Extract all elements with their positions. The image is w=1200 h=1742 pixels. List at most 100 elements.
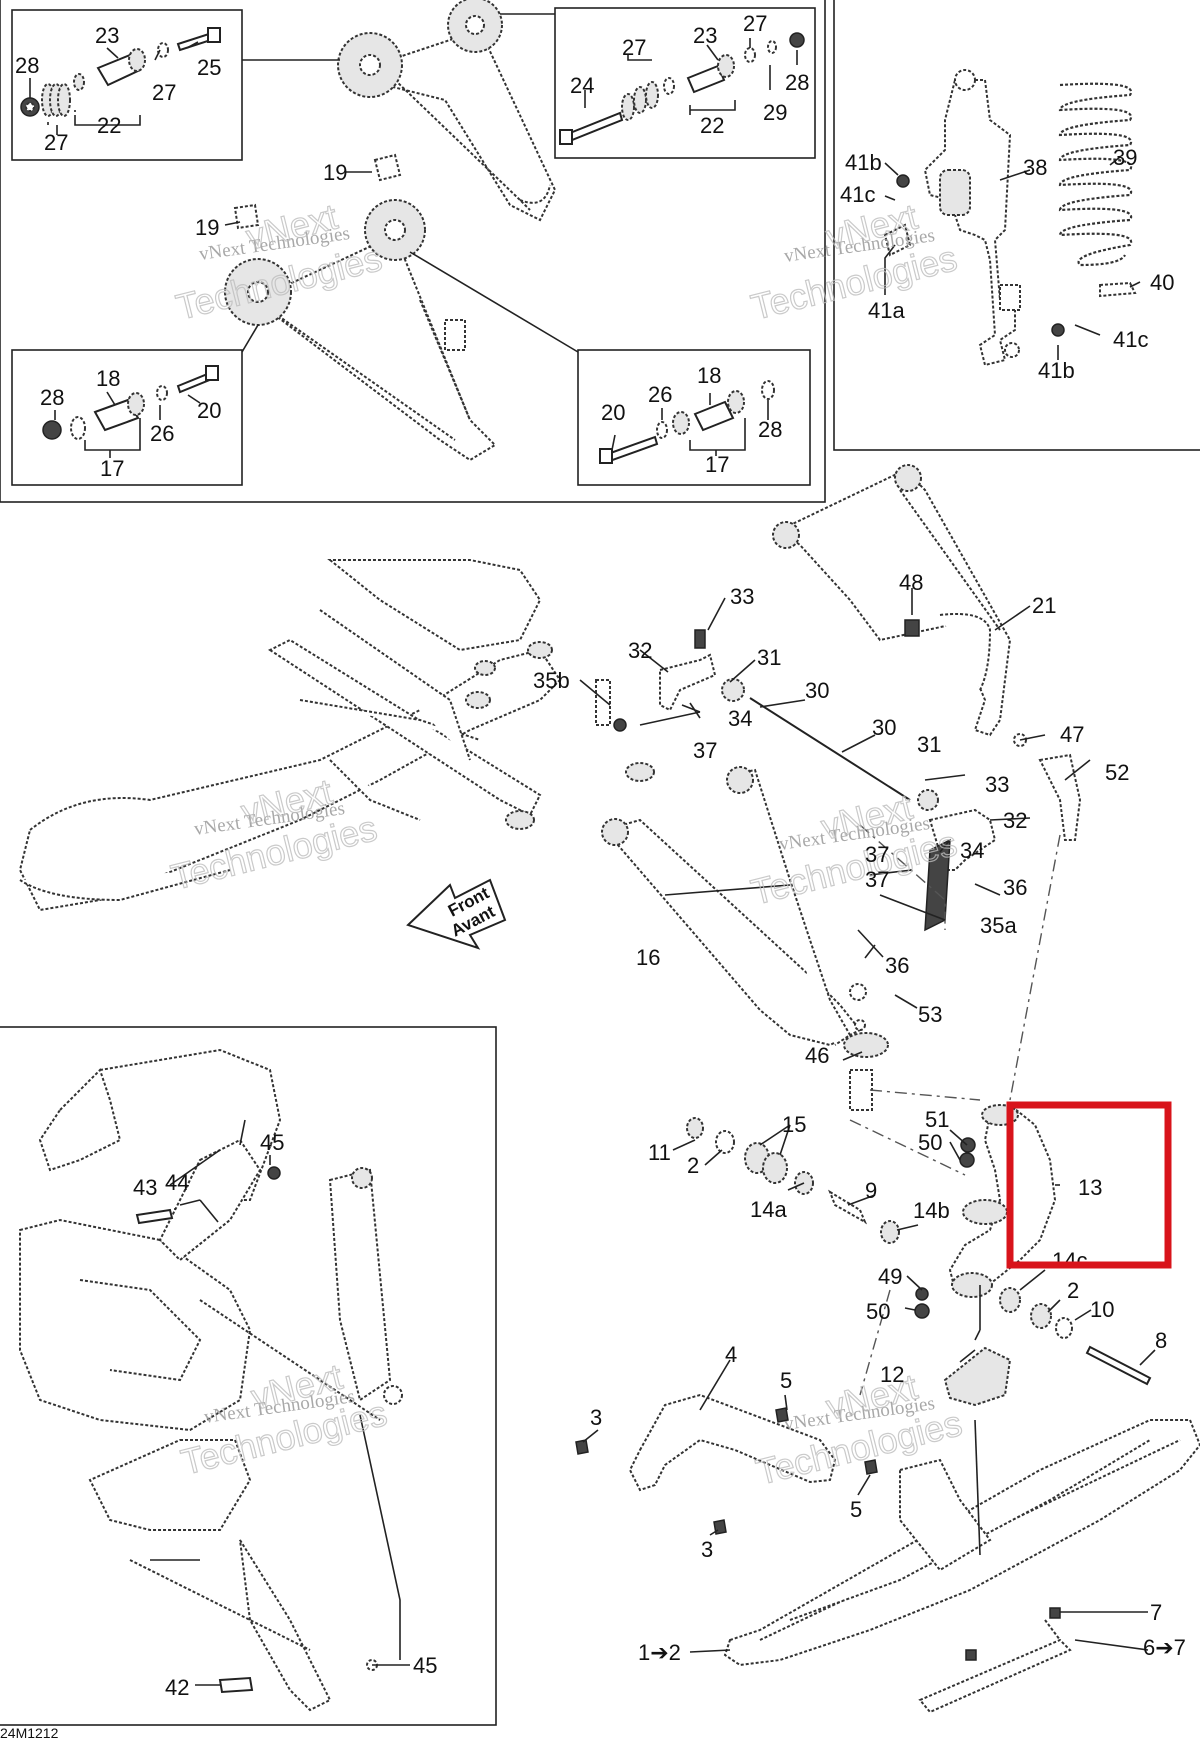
- callout-label: 21: [1032, 593, 1056, 618]
- callout-label: 53: [918, 1002, 942, 1027]
- callout-labels: 28 23 25 27 22 27 27 23 27 24 28 29 22 4…: [15, 11, 1186, 1700]
- callout-label: 26: [150, 421, 174, 446]
- callout-label: 28: [40, 385, 64, 410]
- callout-label: 26: [648, 382, 672, 407]
- callout-label: 16: [636, 945, 660, 970]
- panel-bottom-left: [0, 1026, 497, 1726]
- callout-label: 33: [730, 584, 754, 609]
- inset-bushing-mid-right: [577, 349, 811, 486]
- callout-label: 7: [1150, 1600, 1162, 1625]
- callout-label: 41c: [1113, 327, 1148, 352]
- callout-label: 13: [1078, 1175, 1102, 1200]
- panel-top-left: [0, 0, 826, 503]
- callout-label: 22: [700, 113, 724, 138]
- callout-label: 46: [805, 1043, 829, 1068]
- shock-spring-drawing: [1058, 82, 1137, 298]
- callout-label: 35a: [980, 913, 1017, 938]
- callout-label: 15: [782, 1112, 806, 1137]
- callout-label: 44: [165, 1170, 189, 1195]
- callout-label: 19: [195, 215, 219, 240]
- front-direction-arrow: Front Avant: [406, 878, 507, 950]
- spindle-assembly: [948, 1103, 1057, 1298]
- callout-label: 48: [899, 570, 923, 595]
- leader-lines: [29, 13, 1156, 1686]
- callout-label: 39: [1113, 145, 1137, 170]
- callout-label: 32: [1003, 808, 1027, 833]
- callout-label: 10: [1090, 1297, 1114, 1322]
- callout-label: 27: [152, 80, 176, 105]
- shock-absorber-drawing: [883, 69, 1065, 367]
- inset-bushing-top-left: [11, 9, 243, 161]
- callout-label: 20: [197, 398, 221, 423]
- callout-label: 31: [917, 732, 941, 757]
- lower-a-arm-drawing-top: [224, 153, 497, 462]
- callout-label: 9: [865, 1178, 877, 1203]
- inset-top-left-parts: [20, 27, 221, 117]
- callout-label: 45: [413, 1653, 437, 1678]
- callout-label: 14a: [750, 1197, 787, 1222]
- callout-label: 37: [865, 867, 889, 892]
- inset-bushing-top-right: [554, 7, 816, 159]
- chassis-detail-drawing: [19, 1048, 403, 1712]
- diagram-code: 24M1212: [0, 1725, 59, 1741]
- callout-label: 28: [785, 70, 809, 95]
- callout-label: 41b: [845, 150, 882, 175]
- part-13-highlight: [1006, 1101, 1172, 1269]
- callout-label: 40: [1150, 270, 1174, 295]
- callout-label: 38: [1023, 155, 1047, 180]
- inset-top-right-parts: [559, 32, 805, 145]
- callout-label: 45: [260, 1130, 284, 1155]
- callout-label: 5: [850, 1497, 862, 1522]
- callout-label: 49: [878, 1264, 902, 1289]
- callout-label: 34: [728, 706, 752, 731]
- panel-shock: [833, 0, 1200, 451]
- vehicle-frame-drawing: [18, 559, 655, 912]
- inset-bushing-mid-left: [11, 349, 243, 486]
- callout-label: 5: [780, 1368, 792, 1393]
- inset-mid-left-parts: [42, 365, 219, 440]
- callout-label: 36: [885, 953, 909, 978]
- callout-label: 24: [570, 73, 594, 98]
- callout-label: 34: [960, 838, 984, 863]
- callout-label: 32: [628, 638, 652, 663]
- upper-a-arm-drawing: [337, 0, 557, 222]
- callout-label: 17: [100, 456, 124, 481]
- callout-label: 8: [1155, 1328, 1167, 1353]
- callout-label: 41b: [1038, 358, 1075, 383]
- wear-bar-drawing: [918, 1607, 1072, 1714]
- callout-label: 27: [44, 130, 68, 155]
- callout-label: 28: [15, 53, 39, 78]
- callout-label: 35b: [533, 668, 570, 693]
- watermarks: vNext Technologies Technologies vNext vN…: [166, 195, 966, 1493]
- callout-label: 14b: [913, 1198, 950, 1223]
- callout-label: 47: [1060, 722, 1084, 747]
- callout-label: 2: [1067, 1278, 1079, 1303]
- upper-a-arm-assembly: [772, 464, 1082, 841]
- callout-label: 28: [758, 417, 782, 442]
- callout-label: 4: [725, 1342, 737, 1367]
- callout-label: 36: [1003, 875, 1027, 900]
- callout-label: 2: [687, 1153, 699, 1178]
- callout-label: 17: [705, 452, 729, 477]
- callout-label: 23: [693, 23, 717, 48]
- callout-label: 31: [757, 645, 781, 670]
- ski-drawing: [723, 1346, 1200, 1667]
- callout-label: 41c: [840, 182, 875, 207]
- callout-label: 33: [985, 772, 1009, 797]
- callout-label: 50: [866, 1299, 890, 1324]
- callout-label: 12: [880, 1362, 904, 1387]
- callout-label: 37: [693, 738, 717, 763]
- callout-label: 51: [925, 1107, 949, 1132]
- callout-label: 52: [1105, 760, 1129, 785]
- callout-label: 43: [133, 1175, 157, 1200]
- callout-label: 18: [697, 363, 721, 388]
- callout-label: 22: [97, 113, 121, 138]
- callout-label: 37: [865, 842, 889, 867]
- callout-label: 6➔7: [1143, 1635, 1186, 1660]
- callout-label: 20: [601, 400, 625, 425]
- callout-label: 30: [805, 678, 829, 703]
- callout-label: 29: [763, 100, 787, 125]
- lower-a-arm-assembly: [601, 766, 889, 1111]
